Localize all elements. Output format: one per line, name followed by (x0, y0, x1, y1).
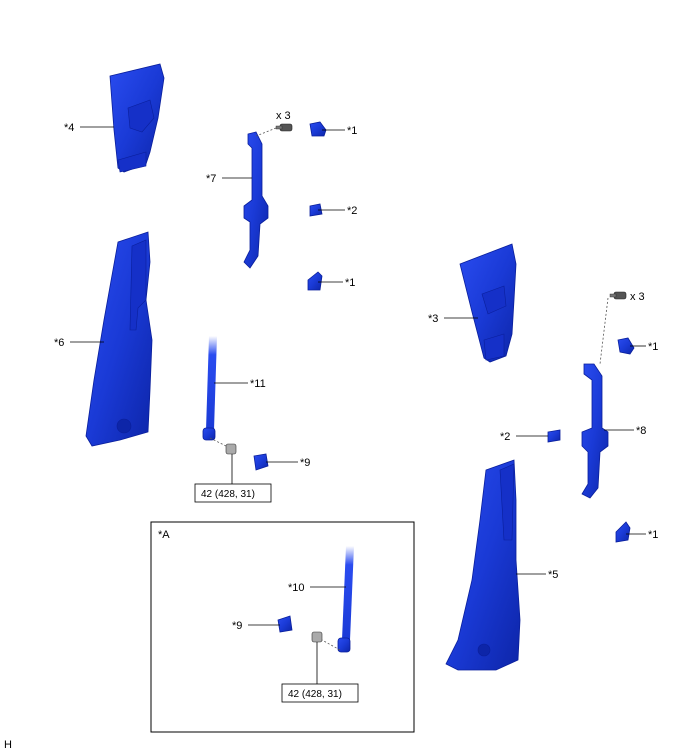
label-part-6: *6 (54, 337, 64, 349)
label-part-1c: *1 (648, 341, 658, 353)
bolt-icon (275, 123, 293, 132)
clip-icon (615, 521, 631, 543)
part-10-seat-belt (311, 546, 354, 653)
qty-right: x 3 (630, 291, 645, 303)
clip-icon (309, 203, 323, 217)
label-part-9b: *9 (232, 620, 242, 632)
label-part-2a: *2 (347, 205, 357, 217)
label-part-1d: *1 (648, 529, 658, 541)
clip-icon (617, 337, 635, 355)
torque-main: 42 (428, 31) (201, 489, 255, 500)
label-part-5: *5 (548, 569, 558, 581)
clip-icon (307, 271, 323, 291)
part-11-seat-belt (202, 336, 237, 455)
part-4-upper-pillar-garnish (109, 63, 165, 173)
label-part-2b: *2 (500, 431, 510, 443)
part-6-lower-pillar-garnish (85, 231, 153, 447)
clip-icon (547, 429, 561, 443)
inset-title: *A (158, 529, 170, 541)
inset-frame (150, 521, 415, 733)
part-9-cover (277, 615, 293, 633)
bolt-icon (609, 291, 627, 300)
label-part-3: *3 (428, 313, 438, 325)
clip-icon (309, 121, 327, 137)
label-part-4: *4 (64, 122, 74, 134)
label-part-1b: *1 (345, 277, 355, 289)
label-part-10: *10 (288, 582, 305, 594)
torque-inset: 42 (428, 31) (288, 689, 342, 700)
corner-mark: H (4, 739, 12, 751)
part-9-cover (253, 453, 269, 471)
torque-box (194, 483, 272, 503)
part-8-rail (581, 363, 609, 499)
label-part-9a: *9 (300, 457, 310, 469)
label-part-7: *7 (206, 173, 216, 185)
part-5-lower-pillar-garnish (445, 459, 521, 671)
qty-left: x 3 (276, 110, 291, 122)
label-part-11: *11 (250, 378, 266, 390)
label-part-8: *8 (636, 425, 646, 437)
label-part-1a: *1 (347, 125, 357, 137)
part-7-rail (243, 131, 269, 269)
part-3-upper-pillar-garnish (459, 243, 517, 363)
torque-box-inset (281, 683, 359, 703)
